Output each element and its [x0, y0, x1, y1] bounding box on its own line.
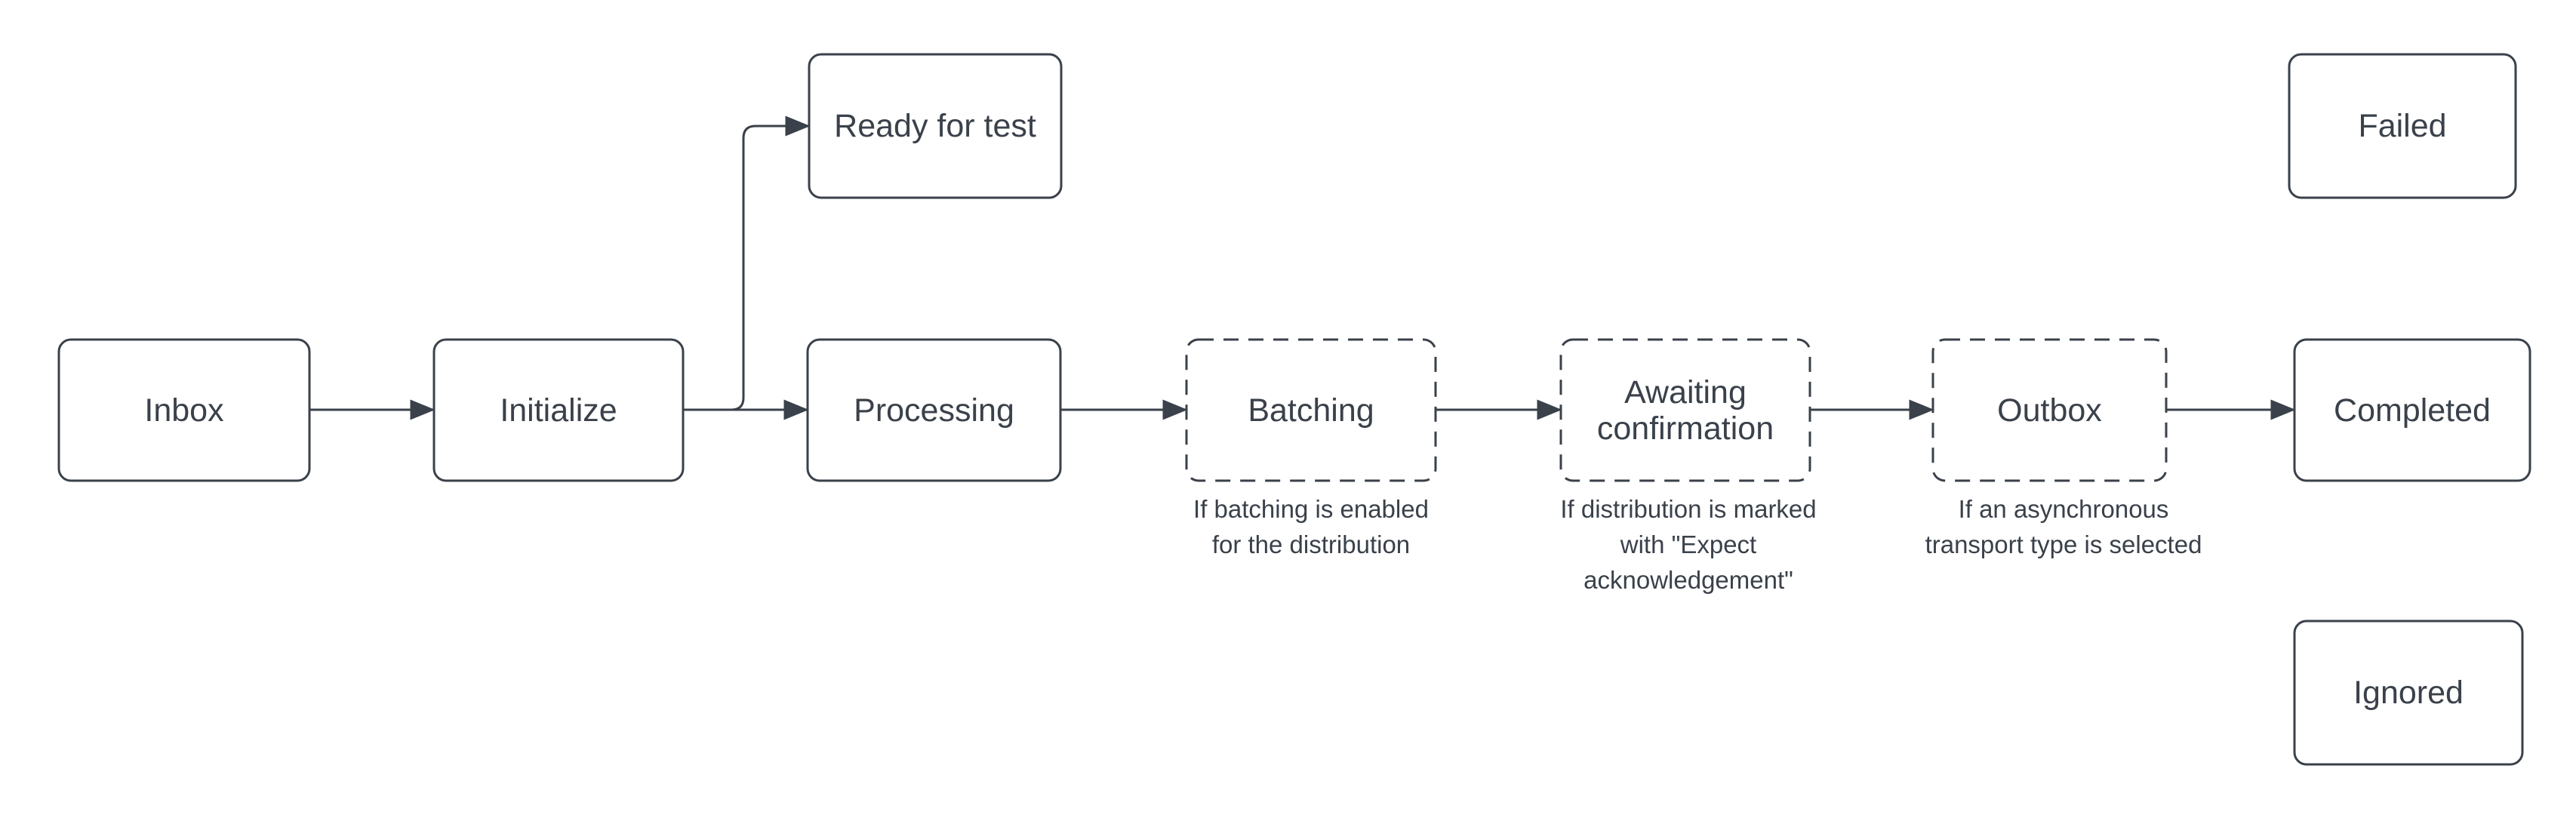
node-box-initialize [432, 338, 685, 482]
node-box-ignored [2293, 620, 2524, 766]
node-box-batching [1185, 338, 1437, 482]
node-box-outbox [1931, 338, 2168, 482]
node-box-ready-for-test [808, 53, 1063, 199]
node-box-failed [2288, 53, 2517, 199]
node-box-inbox [57, 338, 311, 482]
node-box-awaiting-confirmation [1559, 338, 1811, 482]
node-box-completed [2293, 338, 2531, 482]
node-box-processing [806, 338, 1062, 482]
connector-initialize-to-ready-for-test [683, 115, 811, 411]
